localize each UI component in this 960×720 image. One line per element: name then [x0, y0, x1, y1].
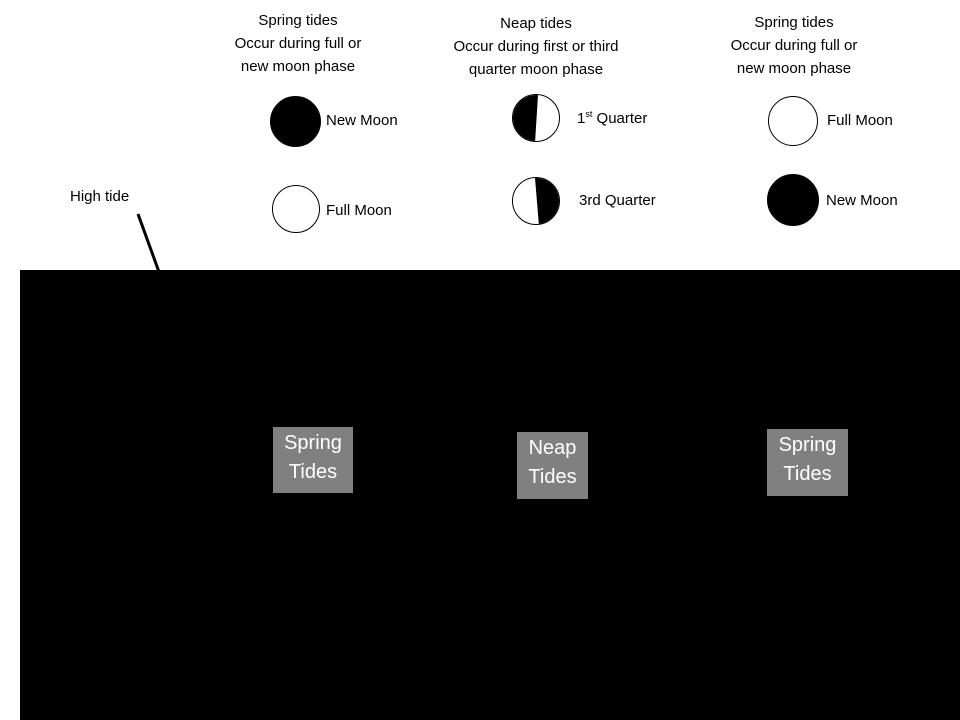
first-quarter-moon-icon: [512, 94, 560, 142]
high-tide-label: High tide: [70, 188, 130, 205]
pointer-line: [136, 213, 161, 273]
first-quarter-moon-shape: [513, 95, 538, 141]
neap-tides-heading: Neap tides Occur during first or third q…: [426, 12, 646, 81]
heading-line: quarter moon phase: [468, 61, 604, 78]
moon-label: Full Moon: [326, 202, 392, 219]
moon-label: New Moon: [326, 112, 398, 129]
full-moon-icon: [272, 185, 320, 233]
moon-label: New Moon: [826, 192, 898, 209]
spring-tides-box-left: Spring Tides: [273, 427, 353, 493]
moon-label-number: 1: [577, 110, 586, 127]
tide-box-line: Neap: [528, 437, 577, 459]
heading-line: Occur during first or third: [453, 38, 619, 55]
high-tide-pointer-line: [136, 213, 161, 273]
heading-title: Spring tides: [754, 14, 834, 31]
moon-label: 1st Quarter: [577, 110, 647, 128]
moon-label-rest: Quarter: [592, 110, 648, 127]
third-quarter-moon-icon: [512, 177, 560, 225]
new-moon-icon: [270, 96, 321, 147]
spring-tides-heading-left: Spring tides Occur during full or new mo…: [188, 9, 408, 78]
moon-label: 3rd Quarter: [579, 192, 656, 209]
tide-box-line: Spring: [284, 432, 342, 454]
moon-label-ordinal: st: [585, 109, 593, 119]
heading-line: new moon phase: [736, 60, 852, 77]
neap-tides-box: Neap Tides: [517, 432, 588, 499]
heading-line: Occur during full or: [730, 37, 858, 54]
new-moon-icon: [767, 174, 819, 226]
full-moon-icon: [768, 96, 818, 146]
tide-box-line: Tides: [783, 463, 832, 485]
tide-box-line: Tides: [528, 466, 577, 488]
heading-title: Spring tides: [258, 12, 338, 29]
tide-box-line: Spring: [778, 434, 837, 456]
tide-box-line: Tides: [288, 461, 338, 483]
heading-line: new moon phase: [240, 58, 356, 75]
spring-tides-heading-right: Spring tides Occur during full or new mo…: [684, 11, 904, 80]
heading-title: Neap tides: [500, 15, 572, 32]
heading-line: Occur during full or: [234, 35, 362, 52]
spring-tides-box-right: Spring Tides: [767, 429, 848, 496]
third-quarter-moon-shape: [535, 178, 559, 224]
moon-label: Full Moon: [827, 112, 893, 129]
